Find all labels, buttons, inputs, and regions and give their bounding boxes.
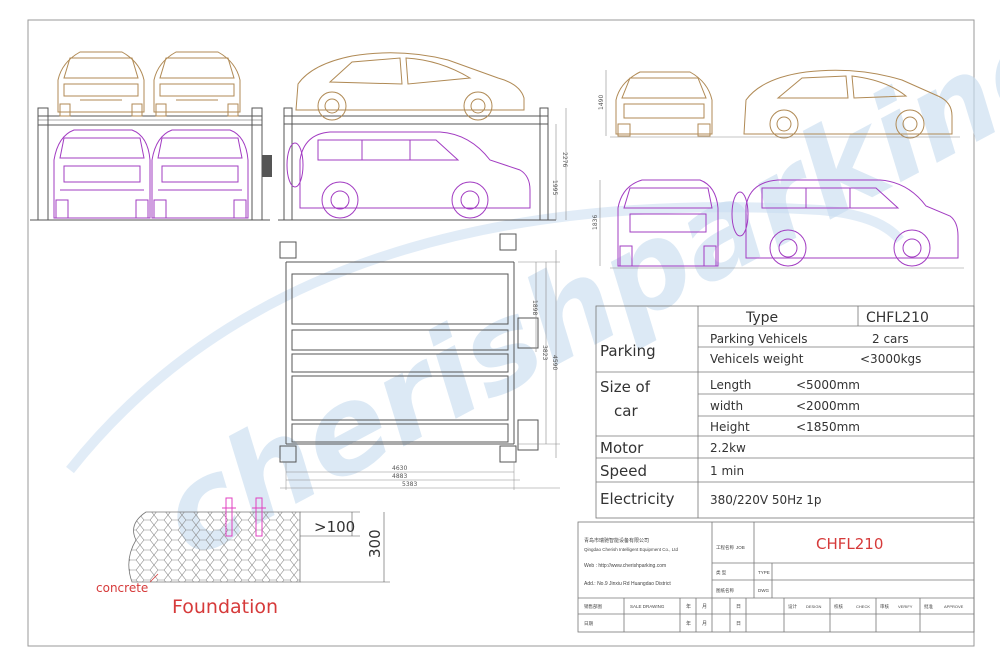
tb-check-en: CHECK — [856, 604, 870, 609]
dim-4630: 4630 — [392, 465, 407, 472]
tb-type-cn: 类 型 — [716, 569, 727, 576]
spec-width-label: width — [710, 399, 743, 413]
spec-width-value: <2000mm — [796, 399, 860, 413]
tb-company-cn: 青岛市瑞驰智能设备有限公司 — [584, 537, 649, 544]
tb-design-cn: 设计 — [788, 603, 797, 610]
tb-dwg-cn: 图纸名称 — [716, 587, 734, 594]
concrete-slab — [128, 511, 301, 583]
foundation-detail — [128, 497, 390, 583]
tb-drawing-number: CHFL210 — [816, 535, 883, 553]
tb-day2-cn: 日 — [736, 621, 741, 627]
spec-electricity-label: Electricity — [600, 490, 675, 508]
suv-side-reference — [731, 179, 959, 267]
spec-type-label: Type — [745, 310, 778, 326]
plan-post-tr — [499, 233, 517, 251]
dim-1898: 1898 — [531, 300, 538, 315]
tb-verify-cn: 审核 — [880, 603, 889, 610]
dim-1836: 1836 — [592, 215, 599, 230]
foundation-depth-label: >100 — [314, 518, 355, 536]
dim-1995: 1995 — [551, 180, 558, 195]
spec-height-label: Height — [710, 420, 750, 434]
side-elevation: 1995 2276 — [278, 52, 568, 221]
spec-height-value: <1850mm — [796, 420, 860, 434]
tb-year-cn: 年 — [686, 603, 691, 610]
spec-motor-label: Motor — [600, 439, 644, 457]
spec-speed-label: Speed — [600, 462, 647, 480]
concrete-label: concrete — [96, 581, 148, 595]
tb-design-en: DESIGN — [806, 604, 821, 609]
tb-sale-cn: 销售部图 — [584, 603, 602, 610]
spec-size-label-2: car — [614, 402, 638, 420]
side-upper-platform — [283, 115, 549, 125]
tb-sale-en: SALE DRAWING — [630, 604, 665, 609]
dim-3823: 3823 — [541, 345, 548, 360]
suv-front-reference — [617, 179, 719, 267]
spec-length-value: <5000mm — [796, 378, 860, 392]
car-front-reference — [615, 71, 713, 137]
spec-table-text: Type CHFL210 Parking Parking Vehicels 2 … — [600, 310, 929, 508]
foundation-thickness-label: 300 — [366, 529, 384, 558]
tb-day-cn: 日 — [736, 604, 741, 610]
suv-front-view-lower-2 — [151, 129, 249, 219]
spec-electricity-value: 380/220V 50Hz 1p — [710, 493, 822, 507]
spec-type-value: CHFL210 — [866, 310, 929, 326]
spec-vehicles-weight-label: Vehicels weight — [710, 352, 804, 366]
dim-1490: 1490 — [598, 95, 605, 110]
anchor-bolt-2 — [255, 497, 263, 537]
tb-month2-cn: 月 — [702, 621, 707, 627]
car-side-reference — [743, 69, 953, 139]
spec-parking-vehicles-label: Parking Vehicels — [710, 332, 807, 346]
spec-parking-label: Parking — [600, 342, 656, 360]
spec-speed-value: 1 min — [710, 464, 744, 478]
tb-job-cn: 工程名称 — [716, 544, 734, 551]
car-side-view-upper — [295, 52, 525, 121]
tb-web: Web : http://www.cherishparking.com — [584, 563, 666, 569]
plan-post-tl — [279, 241, 297, 259]
tb-approve-cn: 批准 — [924, 603, 933, 610]
title-block — [577, 521, 975, 633]
tb-check-cn: 校核 — [834, 603, 843, 610]
tb-company-en: Qingdao Cherish Intelligent Equipment Co… — [584, 547, 679, 552]
tb-year2-cn: 年 — [686, 620, 691, 627]
dim-4883: 4883 — [392, 473, 407, 480]
dim-2276: 2276 — [561, 152, 568, 167]
spec-motor-value: 2.2kw — [710, 441, 746, 455]
spec-vehicles-weight-value: <3000kgs — [860, 352, 921, 366]
plan-post-bl — [279, 445, 297, 463]
motor-unit — [262, 155, 272, 177]
tb-type-en: TYPE — [758, 570, 770, 575]
tb-dwg-en: DWG — [758, 588, 769, 593]
tb-address: Add.: No.9 Jinxiu Rd Huangdao District — [584, 581, 671, 587]
upper-platform — [37, 115, 263, 126]
side-post-left — [283, 107, 293, 221]
front-elevation — [30, 51, 272, 221]
tb-date-cn: 日期 — [584, 621, 593, 627]
spec-parking-vehicles-value: 2 cars — [872, 332, 909, 346]
title-block-text: 青岛市瑞驰智能设备有限公司 Qingdao Cherish Intelligen… — [584, 535, 964, 627]
suv-side-view-lower — [286, 131, 531, 219]
side-post-right — [539, 107, 549, 221]
spec-size-label-1: Size of — [600, 378, 651, 396]
tb-month-cn: 月 — [702, 604, 707, 610]
dim-5383: 5383 — [402, 481, 417, 488]
plan-post-br — [499, 445, 517, 463]
suv-front-view-lower-1 — [53, 129, 151, 219]
tb-job-en: JOB — [736, 545, 745, 550]
watermark-swoosh — [66, 202, 904, 474]
watermark: cherishparking — [138, 0, 1000, 586]
anchor-bolt-1 — [225, 497, 233, 537]
tb-verify-en: VERIFY — [898, 604, 913, 609]
spec-table — [595, 305, 975, 519]
spec-length-label: Length — [710, 378, 751, 392]
dim-4590: 4590 — [551, 355, 558, 370]
foundation-title: Foundation — [172, 596, 278, 618]
car-front-view-upper-1 — [57, 51, 145, 117]
car-reference-views: 1490 1836 — [592, 69, 964, 269]
tb-approve-en: APPROVE — [944, 604, 964, 609]
plan-view — [279, 233, 560, 490]
car-front-view-upper-2 — [153, 51, 241, 117]
